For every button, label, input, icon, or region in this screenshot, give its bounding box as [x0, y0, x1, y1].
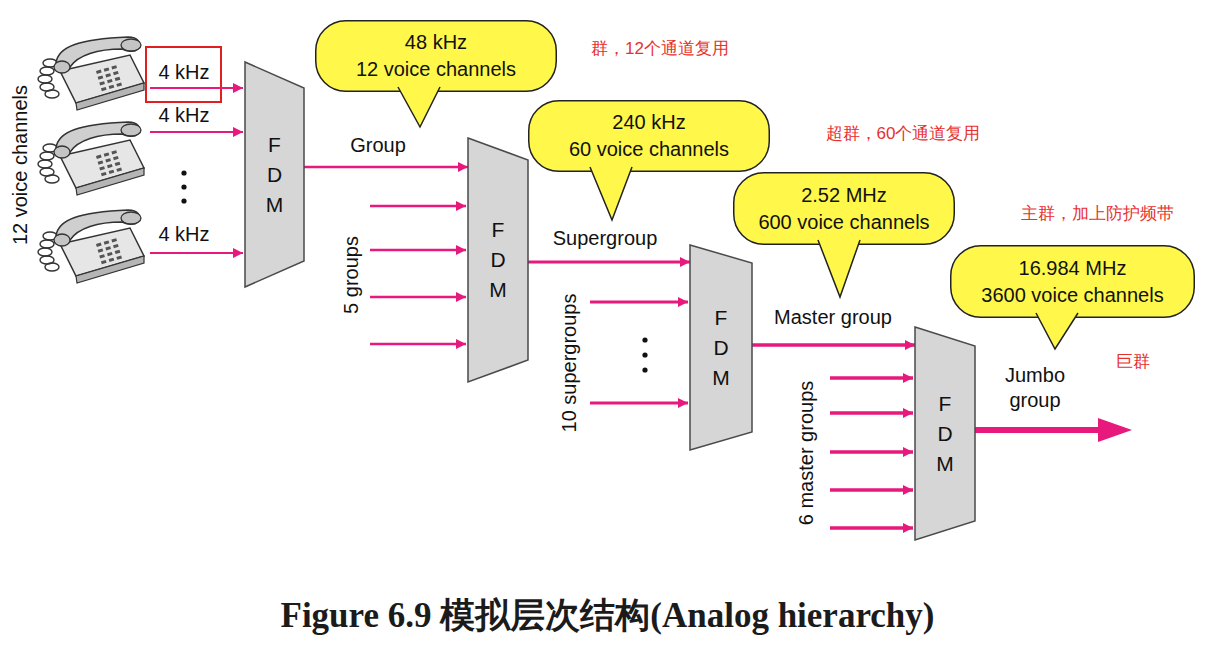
bubble-outline — [315, 20, 557, 92]
connector-label: Supergroup — [550, 227, 661, 250]
text-group: 16.984 MHz3600 voice channels — [981, 255, 1163, 309]
dot — [642, 352, 647, 357]
text-group: F D M — [264, 130, 285, 220]
text-group: 240 kHz60 voice channels — [569, 109, 729, 163]
callout-text: 600 voice channels — [758, 209, 929, 236]
telephone-icon — [38, 37, 144, 110]
bubble-body — [529, 101, 770, 172]
bubble-tail — [818, 240, 860, 297]
input-arrow — [590, 402, 688, 405]
block-label: F D M — [488, 215, 509, 305]
block-label: F D M — [935, 389, 956, 479]
input-arrow — [150, 87, 243, 89]
trapezoid-shape — [690, 245, 752, 450]
bandwidth-label: 4 kHz — [158, 222, 209, 247]
input-arrow — [370, 205, 466, 208]
axis-label: 12 voice channels — [8, 85, 33, 245]
bubble-outline — [950, 245, 1195, 318]
callout-text: 240 kHz — [612, 109, 685, 136]
signal-connector — [752, 343, 915, 347]
bubble-outline — [733, 172, 955, 245]
callout-text: 2.52 MHz — [801, 182, 887, 209]
block-label: F D M — [711, 303, 732, 393]
bubble-tail — [590, 167, 632, 220]
input-count-label: 10 supergroups — [557, 294, 582, 433]
dot — [181, 184, 186, 189]
callout-bubble: 240 kHz60 voice channels — [528, 100, 770, 172]
annotation-note: 巨群 — [1116, 351, 1150, 372]
figure-caption: Figure 6.9 模拟层次结构(Analog hierarchy) — [0, 592, 1215, 639]
connector-label: Master group — [771, 306, 895, 329]
input-arrow — [150, 131, 243, 133]
dot — [181, 170, 186, 175]
callout-text: 3600 voice channels — [981, 282, 1163, 309]
input-arrow — [830, 411, 913, 415]
bubble-tail — [1036, 313, 1078, 349]
input-arrow — [830, 488, 913, 492]
callout-bubble: 16.984 MHz3600 voice channels — [950, 245, 1195, 318]
block-label: F D M — [264, 130, 285, 220]
annotation-note: 超群，60个通道复用 — [826, 123, 981, 144]
input-arrow — [830, 526, 913, 530]
input-count-label: 6 master groups — [794, 381, 819, 526]
output-arrow — [975, 427, 1104, 433]
text-group: F D M — [935, 389, 956, 479]
input-arrow — [830, 450, 913, 454]
telephone-icon — [38, 210, 144, 283]
bubble-outline — [528, 100, 770, 172]
trapezoid-shape — [468, 138, 528, 382]
signal-connector — [304, 166, 468, 169]
bubble-tail — [398, 87, 440, 127]
bandwidth-label: 4 kHz — [158, 103, 209, 128]
fdm-multiplexer: F D M — [915, 327, 975, 540]
fdm-multiplexer: F D M — [468, 138, 528, 382]
trapezoid-shape — [915, 327, 975, 540]
bubble-body — [734, 173, 955, 245]
annotation-note: 群，12个通道复用 — [591, 38, 729, 59]
input-arrow — [830, 376, 913, 380]
telephone-icon — [38, 122, 144, 195]
callout-text: 48 kHz — [405, 29, 467, 56]
bandwidth-label: 4 kHz — [158, 60, 209, 85]
input-arrow — [370, 249, 466, 252]
callout-bubble: 48 kHz12 voice channels — [315, 20, 557, 92]
dot — [181, 198, 186, 203]
fdm-multiplexer: F D M — [690, 245, 752, 450]
text-group: 48 kHz12 voice channels — [356, 29, 516, 83]
signal-connector — [528, 261, 690, 264]
output-label: Jumbo group — [985, 363, 1085, 413]
callout-text: 12 voice channels — [356, 56, 516, 83]
input-count-label: 5 groups — [339, 236, 364, 314]
fdm-multiplexer: F D M — [245, 62, 304, 287]
callout-text: 16.984 MHz — [1019, 255, 1127, 282]
text-group: F D M — [711, 303, 732, 393]
dot — [642, 367, 647, 372]
highlight-box — [146, 47, 221, 102]
bubble-body — [951, 246, 1195, 318]
trapezoid-shape — [245, 62, 304, 287]
annotation-note: 主群，加上防护频带 — [1021, 203, 1174, 224]
text-group: 2.52 MHz600 voice channels — [758, 182, 929, 236]
input-arrow — [370, 296, 466, 299]
callout-bubble: 2.52 MHz600 voice channels — [733, 172, 955, 245]
connector-label: Group — [347, 134, 409, 157]
text-group: F D M — [488, 215, 509, 305]
bubble-body — [316, 21, 557, 92]
input-arrow — [590, 301, 688, 304]
output-arrowhead — [1098, 418, 1132, 442]
dot — [642, 337, 647, 342]
callout-text: 60 voice channels — [569, 136, 729, 163]
input-arrow — [370, 343, 466, 346]
input-arrow — [150, 252, 243, 254]
